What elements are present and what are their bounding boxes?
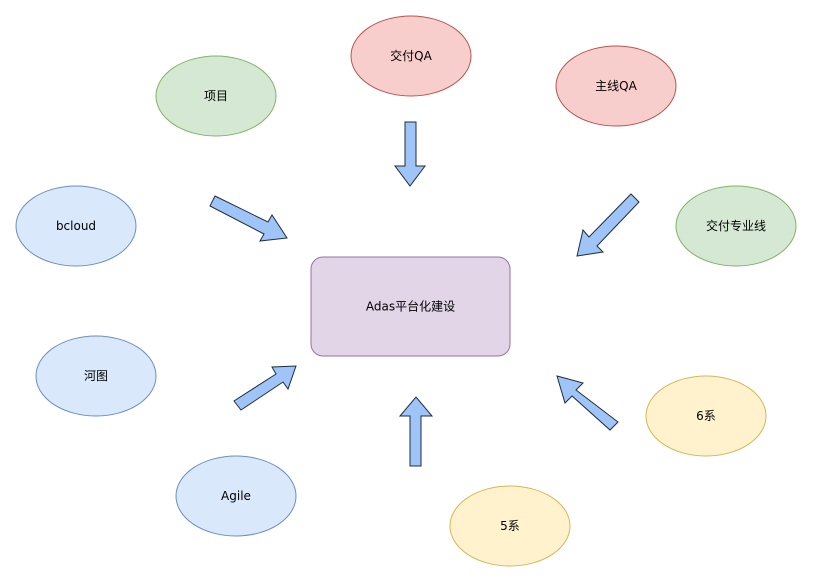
arrow-from-jiaofu-qa [394, 121, 426, 187]
node-agile-label: Agile [221, 489, 251, 503]
node-agile-shape [175, 455, 297, 537]
node-5xi-shape [449, 485, 571, 567]
arrow-from-5xi [398, 396, 434, 467]
node-xiangmu[interactable]: 项目 [155, 55, 277, 137]
node-hetu-shape [35, 335, 157, 417]
node-6xi-label: 6系 [696, 409, 716, 423]
node-zhuxian-qa-shape [555, 45, 677, 127]
node-jiaofu-qa-shape [350, 15, 472, 97]
node-agile[interactable]: Agile [175, 455, 297, 537]
center-node-label: Adas平台化建设 [366, 299, 455, 314]
arrow-from-jiaofu-zhuanye [576, 193, 640, 257]
arrow-from-hetu-shape [233, 365, 297, 411]
node-hetu[interactable]: 河图 [35, 335, 157, 417]
node-bcloud[interactable]: bcloud [15, 185, 137, 267]
node-5xi[interactable]: 5系 [449, 485, 571, 567]
node-jiaofu-qa-label: 交付QA [390, 48, 432, 63]
center-node[interactable]: Adas平台化建设 [310, 256, 511, 357]
node-jiaofu-zhuanye[interactable]: 交付专业线 [675, 185, 797, 267]
node-bcloud-label: bcloud [56, 219, 96, 233]
arrow-from-jiaofu-qa-shape [394, 121, 426, 187]
node-zhuxian-qa-label: 主线QA [595, 79, 637, 93]
node-xiangmu-label: 项目 [204, 89, 228, 103]
arrow-from-hetu [233, 365, 297, 411]
node-6xi-shape [645, 375, 767, 457]
node-5xi-label: 5系 [500, 519, 520, 533]
node-xiangmu-shape [155, 55, 277, 137]
arrow-from-5xi-shape [398, 396, 434, 467]
node-jiaofu-qa[interactable]: 交付QA [350, 15, 472, 97]
node-jiaofu-zhuanye-label: 交付专业线 [706, 218, 766, 233]
center-node-box [310, 256, 511, 357]
node-hetu-label: 河图 [84, 369, 108, 383]
node-jiaofu-zhuanye-shape [675, 185, 797, 267]
node-6xi[interactable]: 6系 [645, 375, 767, 457]
node-zhuxian-qa[interactable]: 主线QA [555, 45, 677, 127]
arrow-from-6xi [556, 375, 619, 431]
node-bcloud-shape [15, 185, 137, 267]
arrow-from-6xi-shape [556, 375, 619, 431]
arrow-from-jiaofu-zhuanye-shape [576, 193, 640, 257]
arrow-from-xiangmu-shape [209, 195, 288, 242]
arrow-from-xiangmu [209, 195, 288, 242]
